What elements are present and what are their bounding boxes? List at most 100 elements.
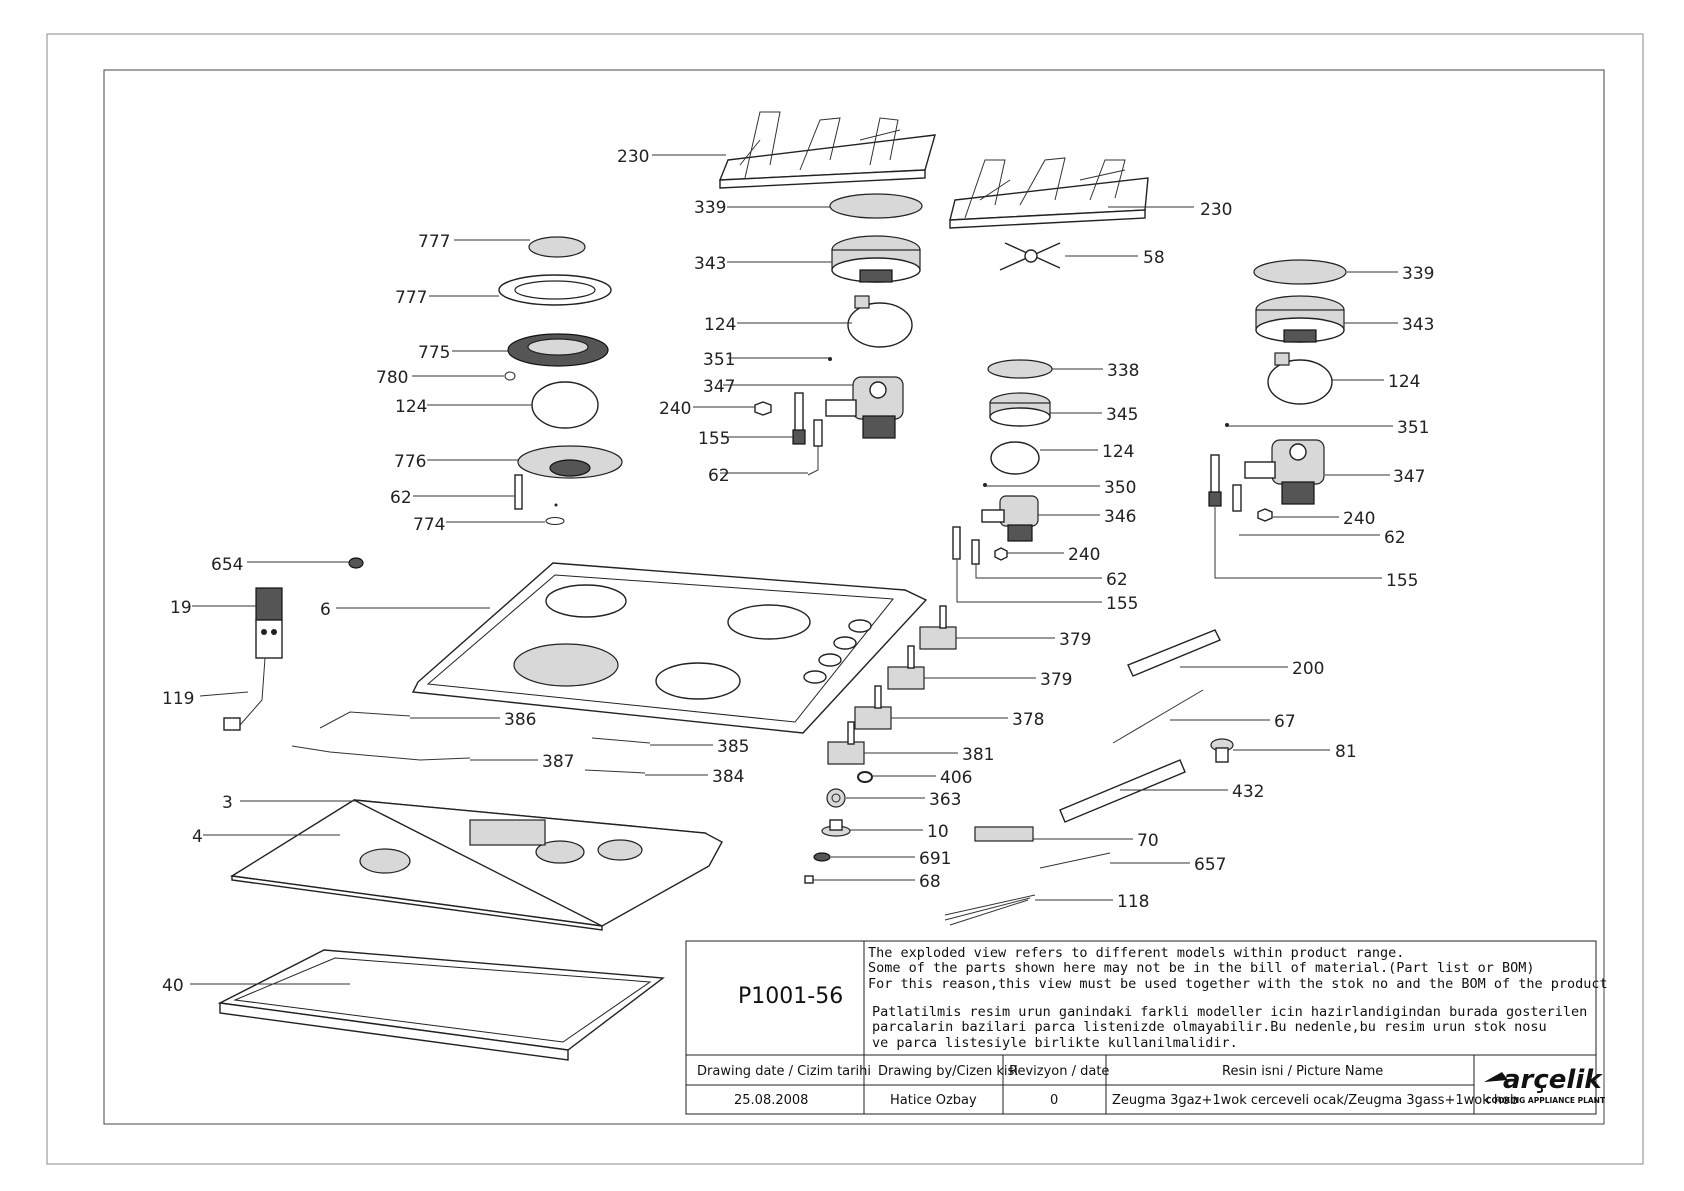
label-691: 691 bbox=[919, 849, 951, 869]
part-number-labels: 230 230 339 343 58 339 343 124 124 351 3… bbox=[162, 147, 1434, 996]
label-654: 654 bbox=[211, 555, 243, 575]
label-200: 200 bbox=[1292, 659, 1324, 679]
burner-body-347-left bbox=[825, 376, 904, 439]
label-339-right: 339 bbox=[1402, 264, 1434, 284]
power-cable-119 bbox=[239, 657, 266, 726]
header-revision: Revizyon / date bbox=[1009, 1064, 1109, 1079]
label-118: 118 bbox=[1117, 892, 1149, 912]
thermocouple-tip-62-left bbox=[813, 419, 823, 447]
thermocouple-62-right bbox=[1232, 484, 1242, 512]
label-385: 385 bbox=[717, 737, 749, 757]
outer-frame bbox=[46, 33, 1644, 1165]
label-378: 378 bbox=[1012, 710, 1044, 730]
wok-crown-775 bbox=[507, 333, 609, 367]
nut-240-right bbox=[1257, 508, 1273, 522]
label-119: 119 bbox=[162, 689, 194, 709]
burner-body-346 bbox=[981, 495, 1039, 542]
washer-774 bbox=[545, 517, 565, 525]
header-drawing-date: Drawing date / Cizim tarihi bbox=[697, 1064, 871, 1079]
clip-124-center bbox=[990, 441, 1040, 475]
gas-valve-378 bbox=[854, 685, 892, 730]
label-62-right: 62 bbox=[1384, 528, 1406, 548]
label-124-right: 124 bbox=[1388, 372, 1420, 392]
terminal-block-19 bbox=[255, 587, 283, 659]
label-62-left: 62 bbox=[708, 466, 730, 486]
label-124-left: 124 bbox=[704, 315, 736, 335]
header-drawing-by: Drawing by/Cizen kisi bbox=[878, 1064, 1018, 1079]
knob-10 bbox=[821, 819, 851, 837]
value-picture-name: Zeugma 3gaz+1wok cerceveli ocak/Zeugma 3… bbox=[1112, 1093, 1518, 1108]
label-350: 350 bbox=[1104, 478, 1136, 498]
burner-body-347-right bbox=[1244, 439, 1325, 505]
wire-657 bbox=[1039, 852, 1111, 869]
washer-406 bbox=[857, 771, 873, 783]
electrode-155-center bbox=[952, 526, 961, 560]
gas-valve-379-upper bbox=[919, 605, 957, 650]
label-4: 4 bbox=[192, 827, 203, 847]
label-657: 657 bbox=[1194, 855, 1226, 875]
inner-frame bbox=[103, 69, 1605, 1125]
label-776: 776 bbox=[394, 452, 426, 472]
bracket-200 bbox=[1127, 629, 1221, 677]
gas-pipe-385 bbox=[591, 737, 651, 744]
hob-body-3 bbox=[229, 799, 723, 931]
label-775: 775 bbox=[418, 343, 450, 363]
gas-pipe-384 bbox=[584, 769, 646, 774]
gas-valve-379-lower bbox=[887, 645, 925, 690]
brand-logo-icon bbox=[1484, 1072, 1508, 1082]
label-62-center: 62 bbox=[1106, 570, 1128, 590]
label-347-right: 347 bbox=[1393, 467, 1425, 487]
spring-363 bbox=[826, 788, 846, 808]
burner-head-345 bbox=[989, 392, 1051, 427]
label-347-left: 347 bbox=[703, 377, 735, 397]
label-3: 3 bbox=[222, 793, 233, 813]
label-345: 345 bbox=[1106, 405, 1138, 425]
label-240-right: 240 bbox=[1343, 509, 1375, 529]
label-240-center: 240 bbox=[1068, 545, 1100, 565]
label-338: 338 bbox=[1107, 361, 1139, 381]
label-780: 780 bbox=[376, 368, 408, 388]
connector-70 bbox=[974, 826, 1034, 842]
label-230-right: 230 bbox=[1200, 200, 1232, 220]
label-406: 406 bbox=[940, 768, 972, 788]
label-81: 81 bbox=[1335, 742, 1357, 762]
label-432: 432 bbox=[1232, 782, 1264, 802]
label-343-right: 343 bbox=[1402, 315, 1434, 335]
value-drawing-by: Hatice Ozbay bbox=[890, 1093, 977, 1108]
burner-head-343-left bbox=[831, 235, 921, 283]
wok-base-776 bbox=[517, 445, 623, 479]
label-774: 774 bbox=[413, 515, 445, 535]
seal-691 bbox=[813, 852, 831, 862]
nut-240-left bbox=[754, 401, 772, 416]
leader-lines bbox=[190, 154, 1398, 985]
header-picture-name: Resin isni / Picture Name bbox=[1222, 1064, 1383, 1079]
nut-240-center bbox=[994, 547, 1008, 561]
label-70: 70 bbox=[1137, 831, 1159, 851]
pan-support-right bbox=[949, 157, 1149, 229]
value-drawing-date: 25.08.2008 bbox=[734, 1093, 808, 1108]
label-155-right: 155 bbox=[1386, 571, 1418, 591]
star-spreader-58 bbox=[999, 242, 1061, 271]
drawing-number: P1001-56 bbox=[738, 984, 843, 1009]
label-124-center: 124 bbox=[1102, 442, 1134, 462]
thermocouple-62-center bbox=[971, 539, 980, 565]
burner-cap-339-right bbox=[1253, 259, 1347, 285]
wire-118 bbox=[944, 894, 1036, 926]
value-revision: 0 bbox=[1050, 1093, 1058, 1108]
note-en-2: Some of the parts shown here may not be … bbox=[868, 960, 1534, 976]
label-379-lower: 379 bbox=[1040, 670, 1072, 690]
pan-support-left bbox=[718, 111, 936, 189]
label-343-left: 343 bbox=[694, 254, 726, 274]
wok-ring-777-large bbox=[498, 274, 612, 306]
label-351-left: 351 bbox=[703, 350, 735, 370]
title-block: P1001-56 The exploded view refers to dif… bbox=[685, 940, 1608, 1115]
nut-654 bbox=[348, 557, 364, 569]
label-6: 6 bbox=[320, 600, 331, 620]
label-68: 68 bbox=[919, 872, 941, 892]
label-10: 10 bbox=[927, 822, 949, 842]
plug-119 bbox=[223, 717, 241, 731]
gas-pipe-386 bbox=[319, 711, 411, 729]
label-384: 384 bbox=[712, 767, 744, 787]
label-240-left: 240 bbox=[659, 399, 691, 419]
